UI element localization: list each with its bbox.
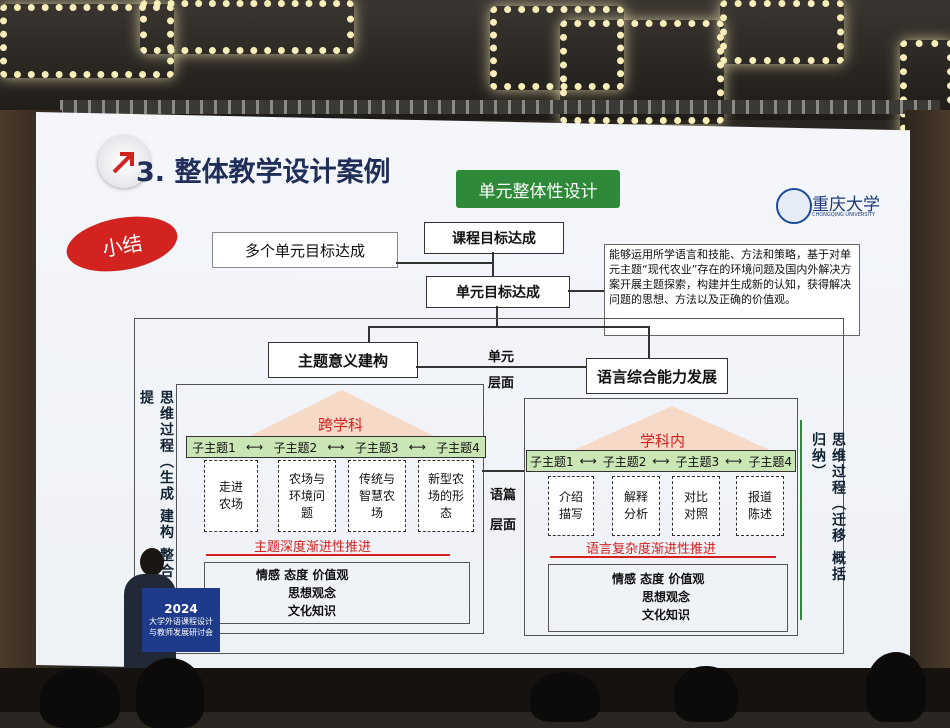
- right-progress-arrow: [550, 556, 776, 558]
- values-line: 文化知识: [642, 608, 691, 622]
- subtopic: 子主题2: [273, 440, 318, 455]
- connector: [648, 326, 650, 358]
- level-label: 单元: [488, 350, 515, 365]
- connector: [482, 470, 524, 472]
- values-line: 情感 态度 价值观: [612, 572, 705, 586]
- chandelier: [140, 0, 354, 54]
- podium-text: 与教师发展研讨会: [149, 628, 213, 637]
- audience-head: [136, 658, 204, 728]
- connector: [368, 326, 648, 328]
- left-column: 新型农 场的形 态: [418, 460, 474, 532]
- left-column: 农场与 环境问 题: [278, 460, 336, 532]
- ceiling-truss: [60, 100, 940, 114]
- left-column: 传统与 智慧农 场: [348, 460, 406, 532]
- audience-head: [674, 666, 738, 722]
- left-section: [176, 384, 484, 634]
- subtopic: 子主题2: [602, 454, 647, 469]
- logo-text: 重庆大学: [812, 195, 880, 215]
- course-goal-box: 课程目标达成: [424, 222, 564, 254]
- left-vertical-label: 思维过程（生成 建构 整合 提: [138, 390, 174, 580]
- values-line: 情感 态度 价值观: [256, 568, 349, 582]
- level-label: 语篇: [490, 488, 517, 503]
- connector: [496, 306, 498, 328]
- podium-text: 大学外语课程设计: [149, 617, 213, 626]
- subtopic: 子主题3: [675, 454, 720, 469]
- chandelier: [720, 0, 844, 64]
- right-triangle: [574, 406, 770, 450]
- connector: [416, 366, 586, 368]
- subtitle-badge: 单元整体性设计: [456, 170, 620, 208]
- connector: [396, 262, 492, 264]
- left-triangle-label: 跨学科: [318, 416, 364, 434]
- subtopic: 子主题1: [192, 440, 236, 455]
- chandelier: [0, 4, 174, 78]
- left-progress-label: 主题深度渐进性推进: [254, 540, 372, 555]
- values-line: 思想观念: [642, 590, 691, 604]
- right-column: 对比 对照: [672, 476, 720, 536]
- podium: 2024 大学外语课程设计 与教师发展研讨会: [142, 588, 220, 652]
- level-label: 层面: [490, 518, 517, 533]
- right-column: 介绍 描写: [548, 476, 594, 536]
- university-logo-icon: [776, 188, 812, 224]
- logo-subtext: CHONGQING UNIVERSITY: [812, 212, 876, 218]
- subtopic: 子主题1: [529, 454, 574, 469]
- right-vertical-arrow: [800, 420, 802, 620]
- outer-frame: [134, 318, 844, 654]
- left-progress-arrow: [206, 554, 450, 556]
- audience-head: [40, 668, 120, 728]
- audience-head: [530, 672, 600, 722]
- right-vertical-label: 思维过程（迁移 概括 归纳）: [810, 432, 846, 583]
- left-triangle: [250, 390, 434, 436]
- language-ability-box: 语言综合能力发展: [586, 358, 728, 394]
- right-values-box: [548, 564, 788, 632]
- subtopic: 子主题4: [748, 454, 792, 469]
- values-line: 文化知识: [288, 604, 337, 618]
- right-column: 解释 分析: [612, 476, 660, 536]
- unit-goal-box: 单元目标达成: [426, 276, 570, 308]
- multi-unit-box: 多个单元目标达成: [212, 232, 398, 268]
- right-column: 报道 陈述: [736, 476, 784, 536]
- chandelier: [490, 6, 624, 90]
- left-subtopic-bar: 子主题1⟷ 子主题2⟷ 子主题3⟷ 子主题4: [186, 436, 486, 458]
- subtopic: 子主题3: [354, 440, 399, 455]
- right-section: [524, 398, 798, 636]
- wall-right: [905, 110, 950, 670]
- connector: [568, 290, 604, 292]
- right-triangle-label: 学科内: [640, 432, 686, 450]
- chandelier: [560, 20, 724, 124]
- goal-note: 能够运用所学语言和技能、方法和策略，基于对单元主题“现代农业”存在的环境问题及国…: [604, 244, 860, 336]
- connector: [492, 252, 494, 276]
- right-progress-label: 语言复杂度渐进性推进: [586, 542, 717, 557]
- arrow-icon: [98, 136, 150, 188]
- right-subtopic-bar: 子主题1⟷ 子主题2⟷ 子主题3⟷ 子主题4: [526, 450, 796, 472]
- left-column: 走进 农场: [204, 460, 258, 532]
- audience-head: [866, 652, 926, 722]
- theme-meaning-box: 主题意义建构: [268, 342, 418, 378]
- slide-title: 3. 整体教学设计案例: [136, 157, 391, 188]
- podium-year: 2024: [164, 602, 198, 616]
- level-label: 层面: [488, 376, 515, 391]
- connector: [368, 326, 370, 342]
- subtopic: 子主题4: [436, 440, 480, 455]
- values-line: 思想观念: [288, 586, 337, 600]
